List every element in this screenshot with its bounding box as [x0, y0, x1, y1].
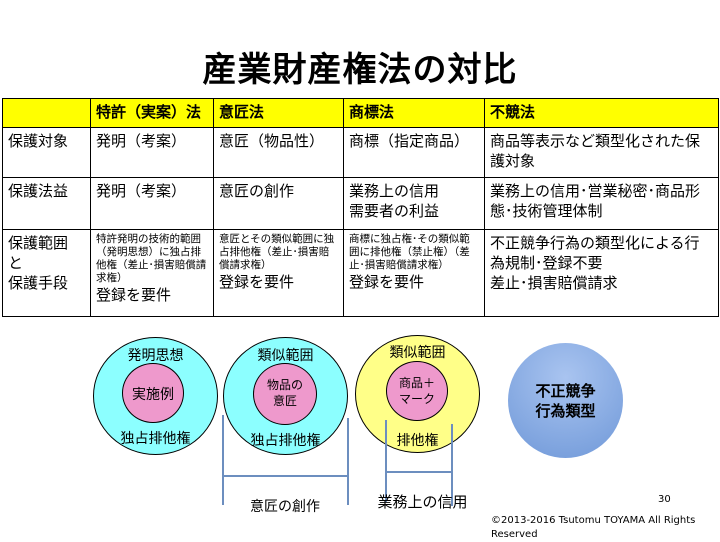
header-cell: 不競法: [484, 98, 719, 128]
trademark-inner-circle: [386, 361, 448, 421]
trademark-inner: 商品＋ マーク: [398, 376, 435, 406]
table-cell: 意匠の創作: [213, 177, 344, 230]
cell-detail: 特許発明の技術的範囲（発明思想）に独占排他権（差止･損害賠償請求権）: [96, 233, 207, 284]
trademark-outer-top: 類似範囲: [389, 345, 446, 361]
comparison-table: 特許（実案）法 意匠法 商標法 不競法 保護対象 発明（考案） 意匠（物品性） …: [2, 98, 719, 317]
table-cell: 意匠とその類似範囲に独占排他権（差止･損害賠償請求権） 登録を要件: [213, 229, 344, 317]
design-inner-circle: [253, 363, 317, 425]
table-cell: 意匠（物品性）: [213, 127, 344, 178]
design-bracket-right: [347, 418, 349, 505]
table-cell: 業務上の信用 需要者の利益: [343, 177, 485, 230]
trademark-arrow-label: 業務上の信用: [377, 493, 468, 511]
requirement-text: 登録を要件: [349, 273, 425, 291]
table-cell: 特許発明の技術的範囲（発明思想）に独占排他権（差止･損害賠償請求権） 登録を要件: [90, 229, 214, 317]
table-cell: 商標（指定商品）: [343, 127, 485, 178]
unfair-competition-circle: [508, 343, 623, 458]
patent-outer-top: 発明思想: [127, 348, 184, 364]
trademark-arrow: [387, 471, 451, 473]
patent-inner: 実施例: [132, 387, 174, 403]
table-row: 保護範囲 と 保護手段 特許発明の技術的範囲（発明思想）に独占排他権（差止･損害…: [2, 229, 719, 317]
table-header-row: 特許（実案）法 意匠法 商標法 不競法: [2, 98, 719, 128]
cell-detail: 商標に独占権･その類似範囲に排他権（禁止権）（差止･損害賠償請求権）: [349, 233, 470, 271]
table-row: 保護対象 発明（考案） 意匠（物品性） 商標（指定商品） 商品等表示など類型化さ…: [2, 127, 719, 178]
design-outer-bottom: 独占排他権: [250, 433, 321, 449]
design-arrow-label: 意匠の創作: [250, 499, 320, 515]
cell-detail: 意匠とその類似範囲に独占排他権（差止･損害賠償請求権）: [219, 233, 335, 271]
header-cell: 意匠法: [213, 98, 344, 128]
design-arrow: [224, 475, 347, 477]
trademark-bracket-right: [451, 424, 453, 506]
table-cell: 発明（考案）: [90, 177, 214, 230]
table-cell: 業務上の信用･営業秘密･商品形態･技術管理体制: [484, 177, 719, 230]
header-cell: 特許（実案）法: [90, 98, 214, 128]
table-row: 保護法益 発明（考案） 意匠の創作 業務上の信用 需要者の利益 業務上の信用･営…: [2, 177, 719, 230]
row-label: 保護法益: [2, 177, 91, 230]
patent-outer-bottom: 独占排他権: [120, 431, 191, 447]
design-outer-top: 類似範囲: [257, 348, 314, 364]
design-inner: 物品の 意匠: [266, 378, 303, 408]
page-number: 30: [658, 494, 671, 505]
table-cell: 商標に独占権･その類似範囲に排他権（禁止権）（差止･損害賠償請求権） 登録を要件: [343, 229, 485, 317]
slide-title: 産業財産権法の対比: [202, 50, 518, 90]
header-cell: [2, 98, 91, 128]
trademark-bracket-left: [385, 420, 387, 502]
table-cell: 発明（考案）: [90, 127, 214, 178]
requirement-text: 登録を要件: [96, 286, 172, 304]
row-label: 保護対象: [2, 127, 91, 178]
patent-inner-circle: [122, 363, 184, 423]
unfair-competition-label: 不正競争 行為類型: [535, 382, 596, 420]
trademark-outer-bottom: 排他権: [396, 433, 439, 449]
table-cell: 商品等表示など類型化された保護対象: [484, 127, 719, 178]
row-label: 保護範囲 と 保護手段: [2, 229, 91, 317]
table-cell: 不正競争行為の類型化による行為規制･登録不要 差止･損害賠償請求: [484, 229, 719, 317]
header-cell: 商標法: [343, 98, 485, 128]
copyright: ©2013-2016 Tsutomu TOYAMA All Rights Res…: [491, 515, 696, 540]
design-bracket-left: [222, 415, 224, 505]
requirement-text: 登録を要件: [219, 273, 295, 291]
